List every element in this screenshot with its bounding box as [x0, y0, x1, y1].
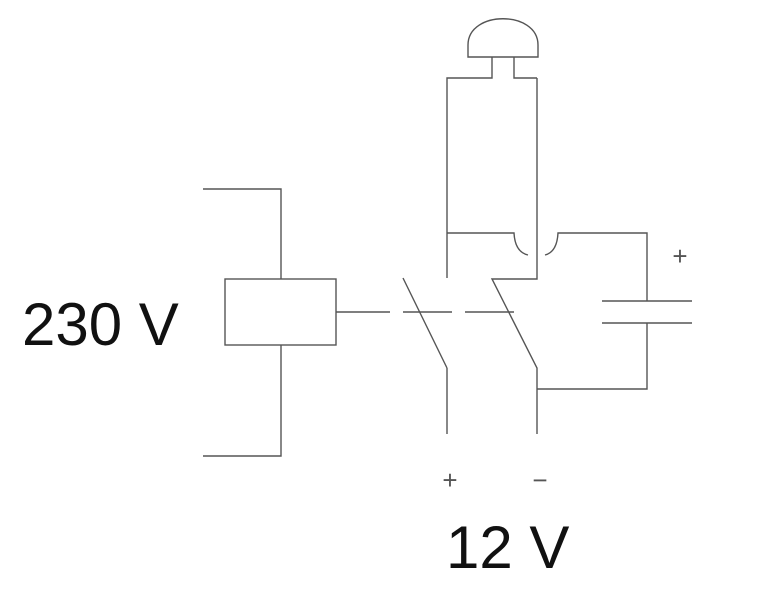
coil-bottom-wire — [203, 345, 282, 457]
crossover-wire-right — [544, 232, 648, 301]
capacitor — [537, 300, 692, 390]
coil-box — [224, 278, 337, 346]
bell-icon — [467, 18, 539, 58]
dc-minus-label: − — [532, 465, 547, 495]
dc-plus-label: + — [442, 465, 457, 495]
capacitor-plus-label: + — [672, 241, 687, 271]
mains-voltage-label: 230 V — [22, 291, 179, 358]
switch-contact-1 — [402, 277, 448, 434]
bell-wire-right — [513, 57, 537, 79]
dc-voltage-label: 12 V — [446, 514, 569, 581]
coil-top-wire — [203, 188, 282, 279]
relay-coil — [203, 188, 337, 457]
switch-contact-2 — [490, 78, 538, 434]
crossover-wire-left — [447, 232, 529, 256]
bell-wire-left — [446, 57, 493, 278]
